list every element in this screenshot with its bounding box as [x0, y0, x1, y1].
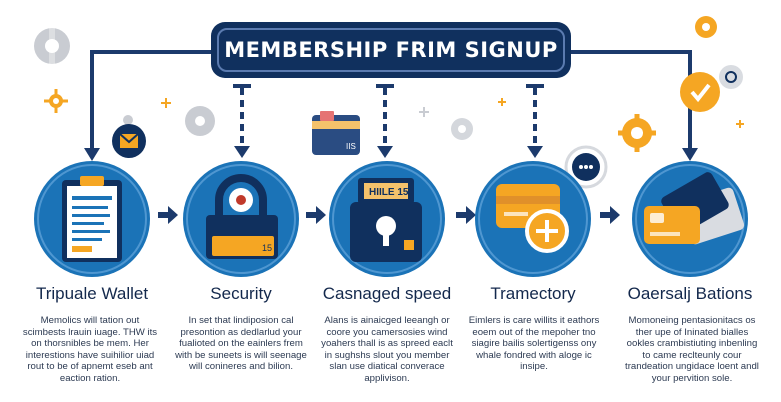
vault-badge: 15: [262, 243, 272, 253]
arrow-down-icon: [682, 148, 698, 161]
arrow-down-icon: [84, 148, 100, 161]
gear-icon: [618, 114, 656, 152]
mail-badge-icon: [112, 124, 146, 158]
step-4-title: Tramectory: [490, 284, 576, 303]
step-2-description: In set that lindiposion cal presontion a…: [175, 315, 307, 373]
arrow-right-icon: [306, 206, 326, 224]
step-1-title: Tripuale Wallet: [35, 284, 149, 303]
dashed-connectors: [233, 84, 544, 146]
header-banner-frame: MEMBERSHIP FRIM SIGNUP: [217, 28, 565, 72]
gear-icon: [185, 106, 215, 136]
connectors: [90, 50, 692, 150]
step-2-icon: 15: [183, 161, 299, 277]
arrow-down-icon: [527, 146, 543, 158]
sun-icon: [44, 89, 68, 113]
sparkle-icon: [123, 115, 133, 125]
credit-card-icon: IIS: [312, 111, 360, 155]
step-1-icon: [34, 161, 150, 277]
step-5-title: Oaersalj Bations: [627, 284, 753, 303]
page-title: MEMBERSHIP FRIM SIGNUP: [224, 38, 558, 62]
step-4-description: Eimlers is care willits it eathors eoem …: [468, 315, 600, 373]
step-5-icon: [632, 161, 748, 277]
sparkle-icon: [161, 98, 171, 108]
sparkle-icon: [736, 120, 744, 128]
arrow-down-icon: [234, 146, 250, 158]
step-arrows: [158, 206, 620, 224]
step-1-description: Memolics will tation out scimbests lraui…: [22, 315, 158, 384]
sparkle-icon: [498, 98, 506, 106]
gear-icon: [34, 26, 70, 66]
step-3-icon: HIILE 15: [329, 161, 445, 277]
arrow-right-icon: [158, 206, 178, 224]
card-small-label: IIS: [346, 142, 356, 151]
step-3-title: Casnaged speed: [322, 284, 452, 303]
more-options-icon: [564, 145, 608, 189]
step-4-icon: [475, 161, 591, 277]
step-2-title: Security: [210, 284, 272, 303]
checkmark-badge-icon: [680, 72, 720, 112]
step-5-description: Momoneing pentasionitacs os ther upe of …: [625, 315, 759, 384]
header-banner: MEMBERSHIP FRIM SIGNUP: [211, 22, 571, 78]
arrow-right-icon: [456, 206, 476, 224]
refresh-icon: [719, 65, 743, 89]
step-3-description: Alans is ainaicged leeangh or coore you …: [321, 315, 453, 384]
gear-icon: [695, 16, 717, 38]
gear-icon: [451, 118, 473, 140]
arrow-down-icon: [377, 146, 393, 158]
lock-label: HIILE 15: [369, 187, 409, 198]
arrow-right-icon: [600, 206, 620, 224]
sparkle-icon: [419, 107, 429, 117]
